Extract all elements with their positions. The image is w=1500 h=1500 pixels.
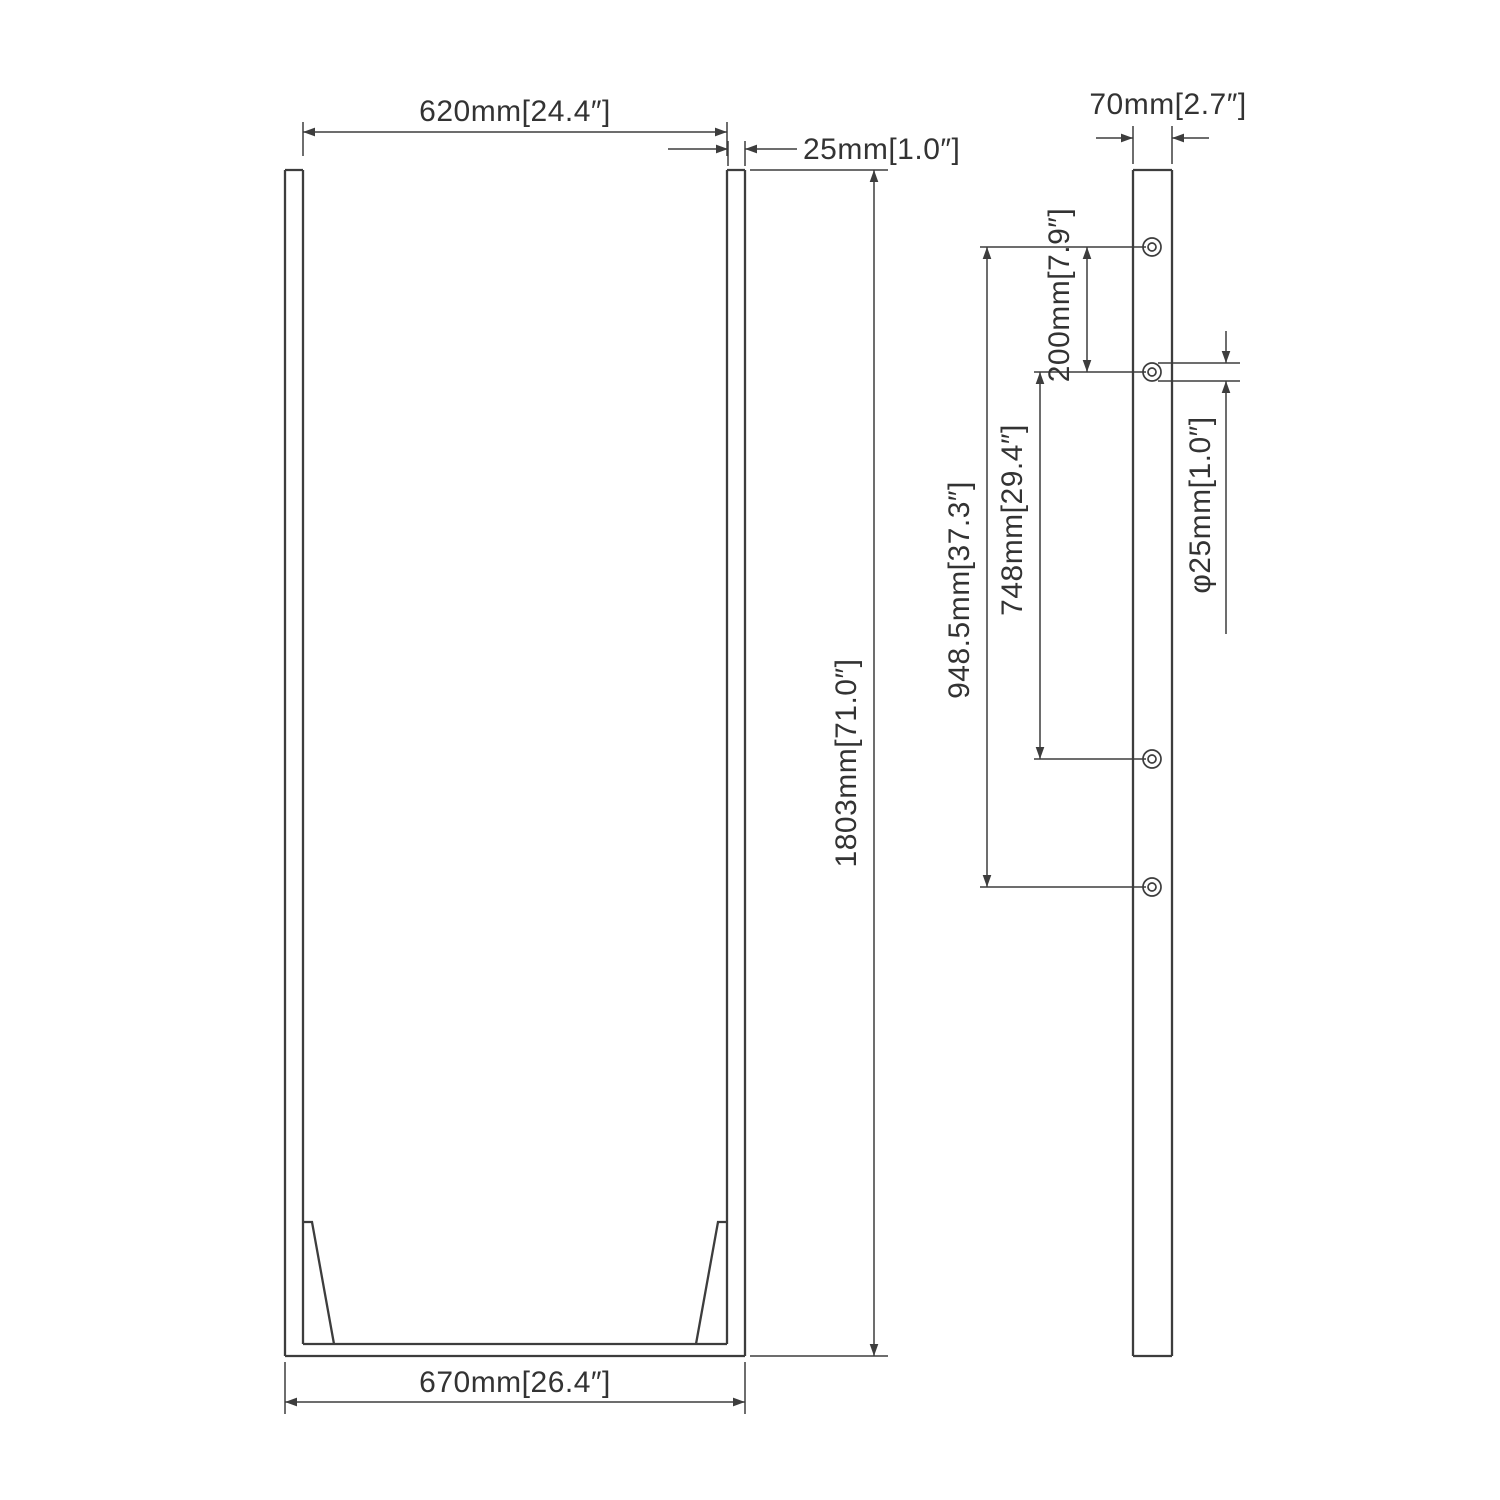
- dim-depth: 70mm[2.7″]: [1089, 88, 1246, 164]
- dim-label-hole-diameter: φ25mm[1.0″]: [1184, 416, 1217, 593]
- dim-wall-thickness: 25mm[1.0″]: [668, 133, 960, 166]
- dim-height: 1803mm[71.0″]: [750, 169, 888, 1357]
- hole-2-inner: [1147, 367, 1157, 377]
- dim-hole-spacing-top: 200mm[7.9″]: [1043, 208, 1092, 383]
- hole-1-inner: [1147, 242, 1157, 252]
- dim-label-hole-spacing-top: 200mm[7.9″]: [1043, 208, 1076, 383]
- dim-bottom-width: 670mm[26.4″]: [284, 1362, 746, 1414]
- dim-hole-spacing-middle: 748mm[29.4″]: [996, 372, 1045, 759]
- dim-label-height: 1803mm[71.0″]: [830, 659, 863, 868]
- hole-4-inner: [1147, 882, 1157, 892]
- front-view: 620mm[24.4″] 25mm[1.0″] 1803mm[71.0″] 67…: [283, 95, 960, 1414]
- dim-label-hole-spacing-overall: 948.5mm[37.3″]: [943, 481, 976, 699]
- hole-3-inner: [1147, 754, 1157, 764]
- dim-label-top-width: 620mm[24.4″]: [419, 95, 611, 128]
- panel-outline: [283, 168, 747, 1358]
- dim-label-hole-spacing-middle: 748mm[29.4″]: [996, 424, 1029, 616]
- dim-hole-diameter: φ25mm[1.0″]: [1158, 331, 1240, 634]
- dim-label-wall-thickness: 25mm[1.0″]: [803, 133, 960, 166]
- dim-label-depth: 70mm[2.7″]: [1089, 88, 1246, 121]
- dim-label-bottom-width: 670mm[26.4″]: [419, 1366, 611, 1399]
- mounting-holes: [1142, 237, 1162, 897]
- bar-outline: [1131, 168, 1174, 1358]
- hole-extension-lines: [980, 246, 1146, 888]
- left-bracket: [303, 1220, 336, 1345]
- dim-top-width: 620mm[24.4″]: [302, 95, 728, 156]
- dim-hole-spacing-overall: 948.5mm[37.3″]: [943, 247, 992, 887]
- right-bracket: [694, 1220, 727, 1345]
- bottom-brackets: [303, 1220, 727, 1345]
- side-view: 70mm[2.7″] 200mm[7.9″] 748mm[29.4″] 948.…: [943, 88, 1246, 1358]
